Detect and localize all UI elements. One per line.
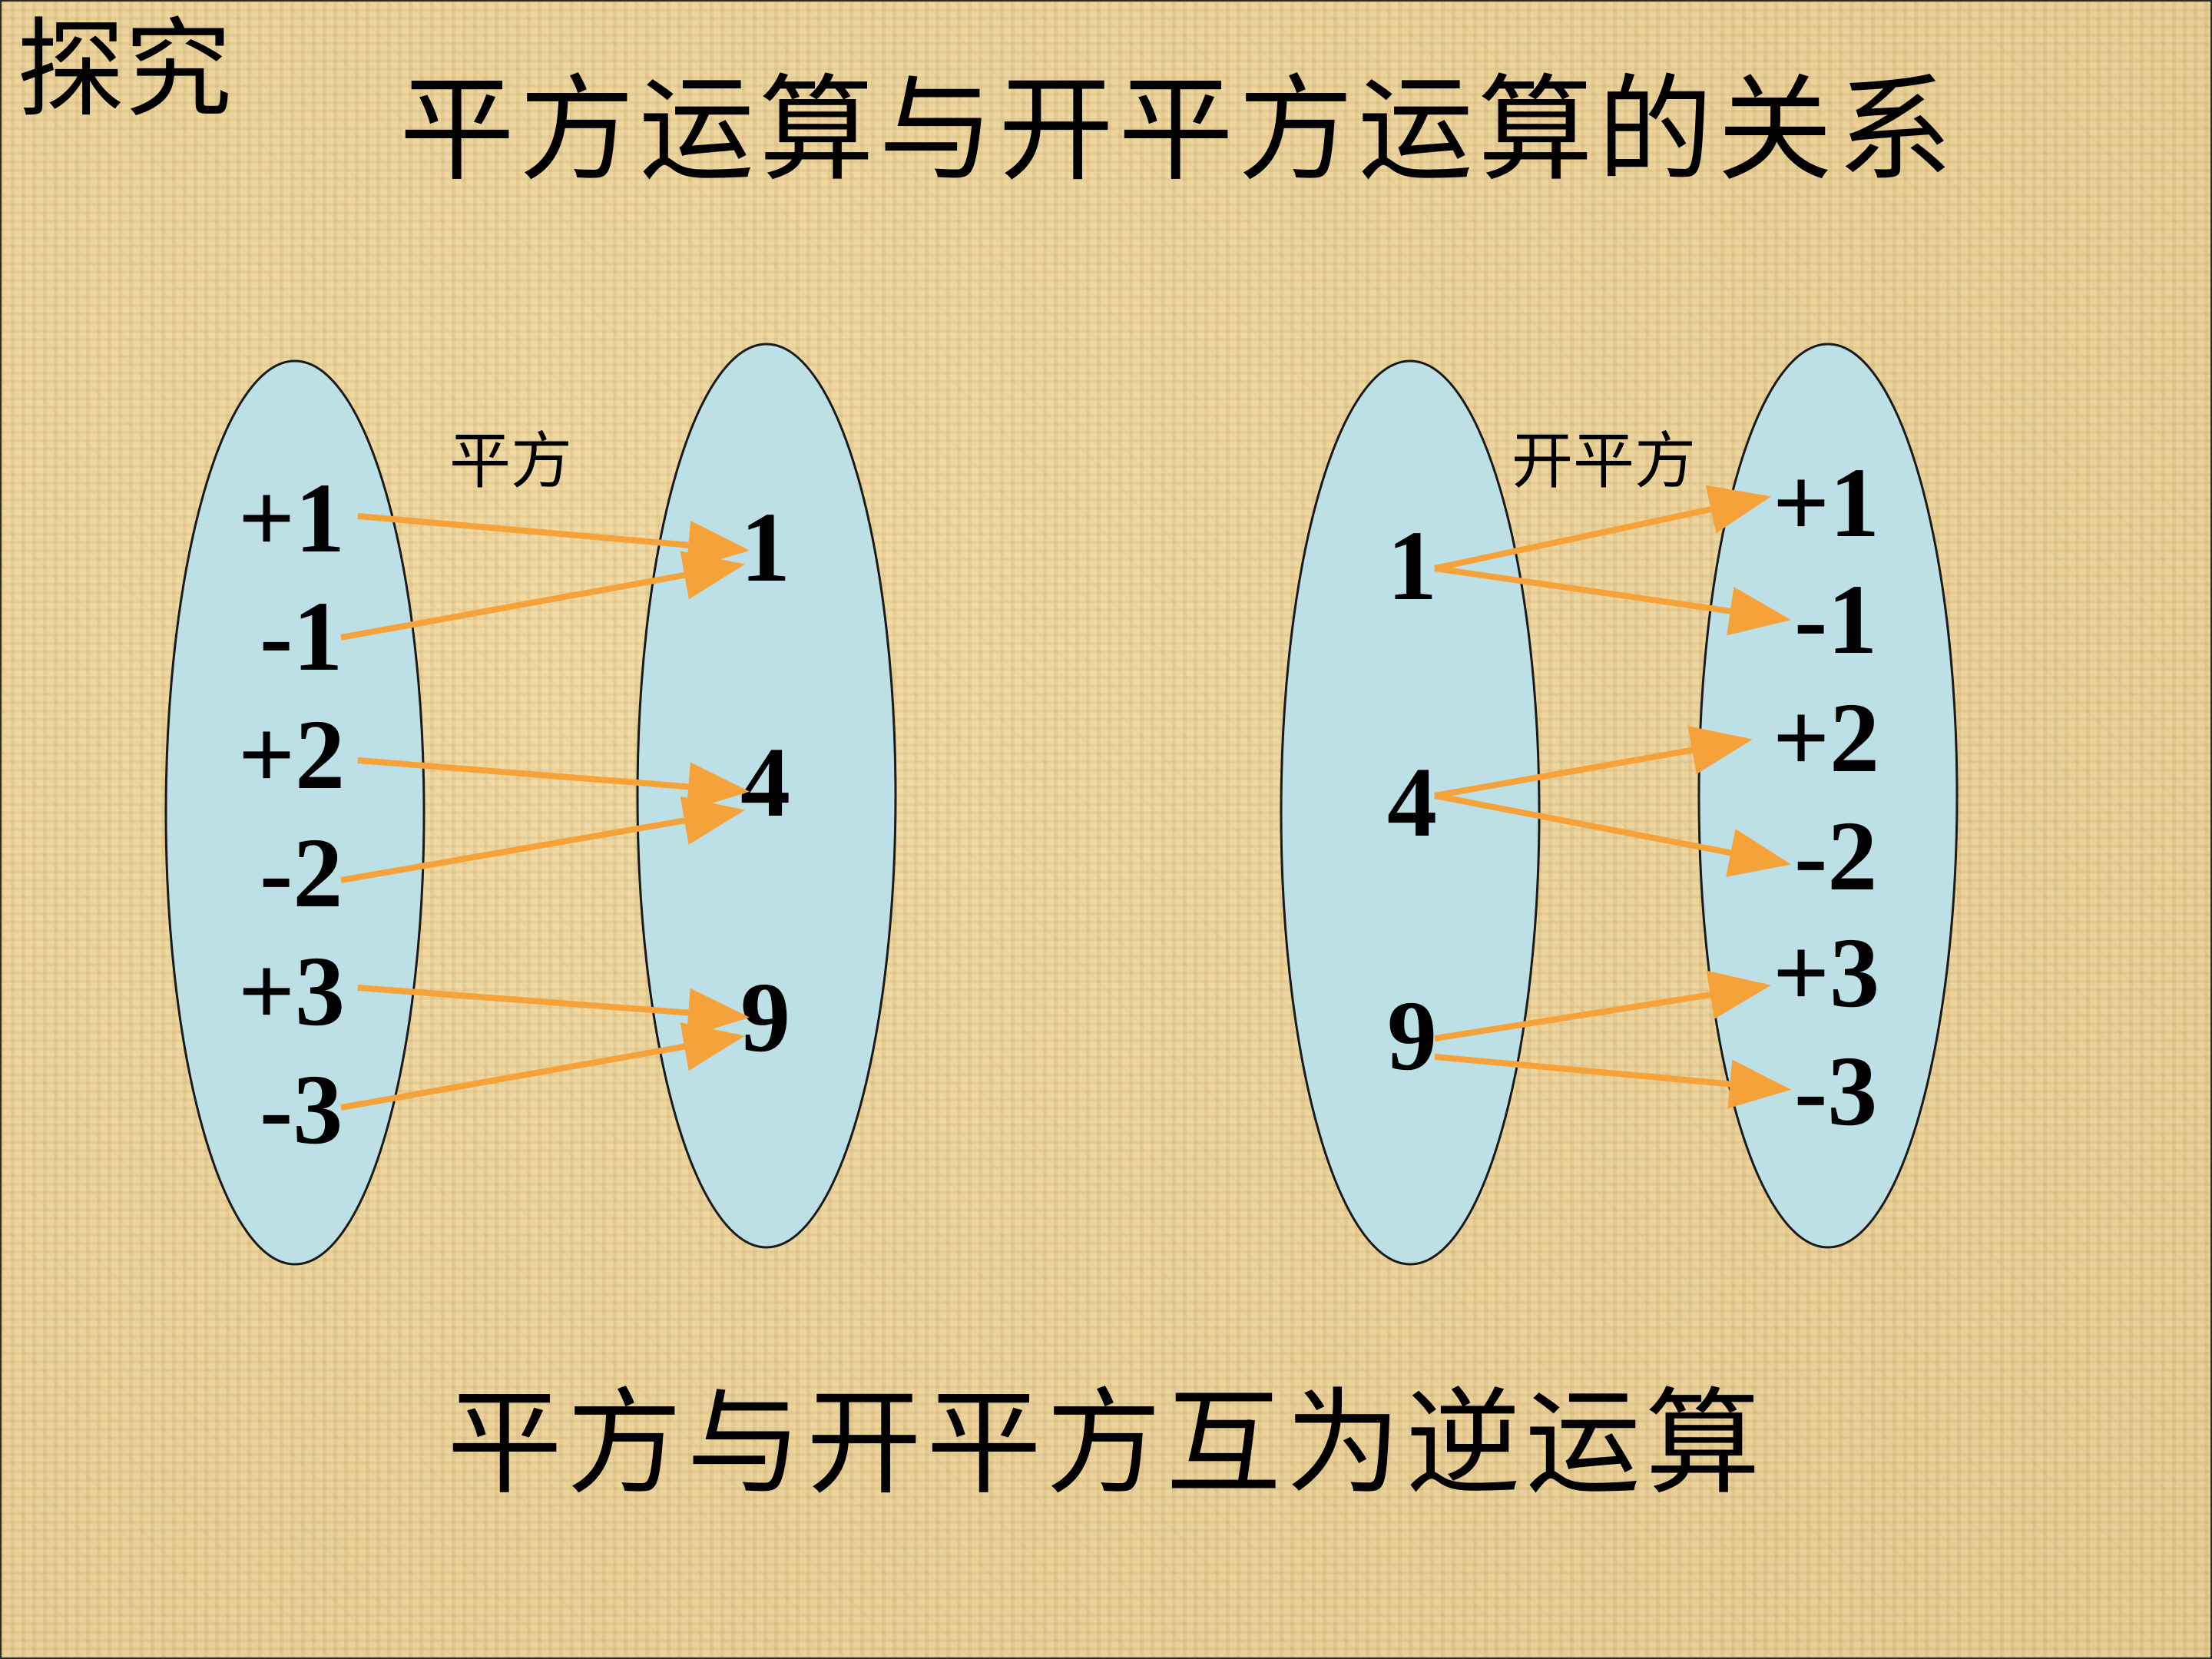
sqrt-arrow xyxy=(1434,970,1771,1041)
sqrt-arrow xyxy=(1434,726,1753,799)
square-domain-ellipse xyxy=(164,359,426,1266)
square-domain-item: +2 xyxy=(238,700,345,810)
sqrt-range-item: +3 xyxy=(1773,918,1879,1028)
square-op-label: 平方 xyxy=(449,426,572,497)
sqrt-range-ellipse xyxy=(1697,343,1959,1249)
square-range-item: 9 xyxy=(740,962,790,1073)
square-domain-item: -1 xyxy=(260,581,343,692)
sqrt-domain-item: 4 xyxy=(1387,747,1437,858)
square-arrow xyxy=(357,985,750,1038)
sqrt-range-item: -3 xyxy=(1794,1036,1877,1147)
square-domain-item: +3 xyxy=(238,936,345,1047)
sqrt-range-item: +2 xyxy=(1773,683,1879,793)
sqrt-range-item: -2 xyxy=(1794,801,1877,912)
slide-title: 平方运算与开平方运算的关系 xyxy=(399,64,1958,197)
sqrt-range-item: +1 xyxy=(1773,448,1879,558)
sqrt-arrow xyxy=(1434,565,1791,636)
square-arrow xyxy=(340,551,745,641)
sqrt-arrow xyxy=(1434,793,1791,877)
square-arrow xyxy=(340,1022,745,1111)
conclusion-text: 平方与开平方互为逆运算 xyxy=(446,1377,1765,1511)
square-arrow xyxy=(357,513,750,570)
sqrt-domain-item: 1 xyxy=(1387,511,1437,621)
square-domain-item: +1 xyxy=(238,463,345,574)
sqrt-range-item: -1 xyxy=(1794,565,1877,675)
square-domain-item: -2 xyxy=(260,818,343,929)
square-range-item: 1 xyxy=(740,492,790,603)
sqrt-domain-item: 9 xyxy=(1387,981,1437,1091)
square-domain-item: -3 xyxy=(260,1055,343,1165)
square-arrow xyxy=(357,757,750,812)
sqrt-domain-ellipse xyxy=(1280,359,1541,1266)
square-arrow xyxy=(340,796,745,883)
sqrt-arrow xyxy=(1434,1054,1791,1109)
sqrt-arrow xyxy=(1434,485,1771,571)
explore-tag: 探究 xyxy=(17,8,233,133)
sqrt-op-label: 开平方 xyxy=(1512,426,1696,497)
square-range-item: 4 xyxy=(740,727,790,838)
